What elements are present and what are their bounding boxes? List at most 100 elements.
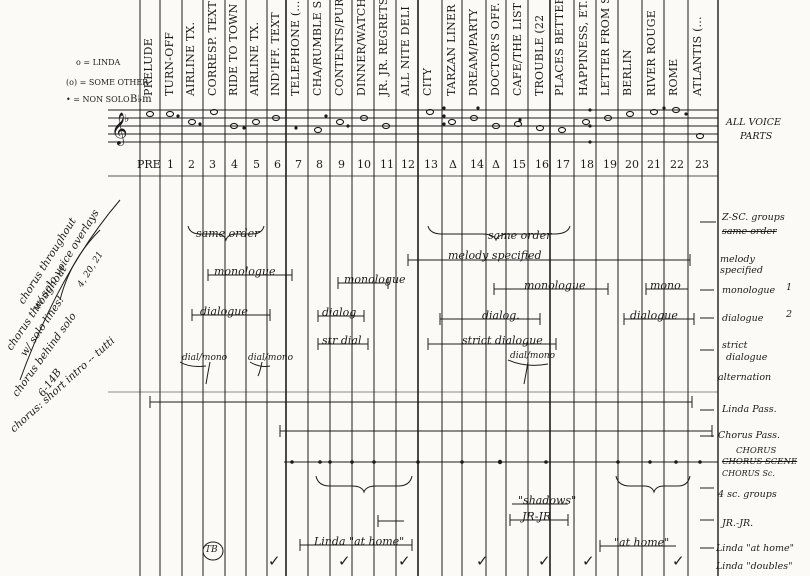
scene-title: AIRLINE TX. (248, 21, 261, 96)
legend-linda: o = LINDA (76, 58, 121, 67)
scene-number: 19 (603, 158, 617, 171)
check-mark: ✓ (672, 552, 685, 570)
right-all-voice: ALL VOICE (726, 117, 781, 128)
scene-title: RIVER ROUGE (645, 10, 658, 96)
right-specified: specified (720, 265, 763, 276)
label-monologue-1: monologue (214, 265, 276, 278)
label-melody-specified: melody specified (448, 249, 542, 262)
label-monologue-4: mono (650, 279, 681, 292)
key-signature: B♭m (130, 94, 152, 105)
label-dialogue-3: dialog. (482, 309, 520, 322)
right-chorus-pass: Chorus Pass. (718, 430, 781, 441)
scene-title: HAPPINESS, ET. (577, 0, 590, 96)
scene-title: PLACES BETTER (553, 0, 566, 96)
label-same-order-1: same order (196, 227, 260, 240)
label-dial-mono-1: dial/mono (182, 353, 228, 363)
right-dialogue: dialogue (722, 313, 764, 324)
staff-dots (176, 106, 702, 465)
right-same-order: same order (722, 226, 777, 237)
scene-number: 8 (316, 158, 323, 171)
scene-number: 14 (470, 158, 484, 171)
legend-some-other: (o) = SOME OTHER (66, 78, 149, 87)
label-strict-dialogue: strict dialogue (462, 334, 543, 347)
scene-number: 6 (274, 158, 281, 171)
scene-title: AIRLINE TX. (184, 21, 197, 96)
scene-title: PRELUDE (142, 38, 155, 96)
right-linda-at-home: Linda "at home" (716, 543, 794, 554)
right-linda-pass: Linda Pass. (722, 404, 777, 415)
label-shadows: "shadows" (518, 494, 577, 507)
label-dial-mono-2: dial/mono (248, 353, 294, 363)
scene-title: CORRESP. TEXT (206, 1, 219, 96)
scene-number: 1 (167, 158, 174, 171)
scene-number: Δ (492, 158, 500, 171)
label-strict-dial: str dial (322, 334, 362, 347)
scene-number: 12 (401, 158, 415, 171)
scene-title: CAFE/THE LIST (511, 2, 524, 96)
scene-number: 13 (424, 158, 438, 171)
scene-number: 5 (253, 158, 260, 171)
scene-number: 15 (512, 158, 526, 171)
scene-number: 16 (535, 158, 549, 171)
right-melody: melody (720, 254, 755, 265)
scene-title: LETTER FROM S (599, 0, 612, 96)
scene-number: 20 (625, 158, 639, 171)
scene-number: Δ (449, 158, 457, 171)
scene-title: TURN-OFF (163, 31, 176, 96)
scene-number: 17 (556, 158, 570, 171)
check-mark: ✓ (476, 552, 489, 570)
scene-title: CONTENTS/PURS. (333, 0, 346, 96)
label-dialogue-1: dialogue (200, 305, 248, 318)
scene-number: 11 (380, 158, 394, 171)
scene-number: 23 (695, 158, 709, 171)
treble-clef-icon: 𝄞 (111, 112, 128, 146)
svg-text:♭: ♭ (124, 112, 129, 125)
right-parts: PARTS (740, 131, 773, 142)
scene-title: DINNER/WATCH (355, 0, 368, 96)
right-monologue-num: 1 (786, 282, 793, 293)
scene-number: 3 (209, 158, 216, 171)
scene-title: TELEPHONE (... (289, 0, 302, 96)
right-chorus-1: CHORUS (736, 446, 777, 456)
right-strict: strict (722, 340, 748, 351)
scene-number: 9 (338, 158, 345, 171)
scene-number: 22 (670, 158, 684, 171)
scene-title: BERLIN (621, 49, 634, 96)
label-at-home: "at home" (614, 536, 670, 549)
label-monologue-3: monologue (524, 279, 586, 292)
scene-title: ATLANTIS (... (691, 16, 704, 96)
right-jr-jr: JR.-JR. (722, 518, 754, 529)
scene-title: CHA/RUMBLE SE (311, 0, 324, 96)
check-mark: ✓ (538, 552, 551, 570)
scene-number: 18 (580, 158, 594, 171)
scene-title: CITY (421, 67, 434, 96)
check-mark: ✓ (338, 552, 351, 570)
right-alternation: alternation (718, 372, 772, 383)
scene-number: 21 (647, 158, 661, 171)
scene-number: 2 (188, 158, 195, 171)
scene-title: ROME (667, 58, 680, 96)
right-monologue: monologue (722, 285, 776, 296)
scene-title: RIDE TO TOWN (227, 3, 240, 96)
label-dialogue-4: dialogue (630, 309, 678, 322)
right-dialogue-num: 2 (786, 309, 793, 320)
legend-non-solo: • = NON SOLO (66, 95, 130, 104)
scene-title: DREAM/PARTY (467, 8, 480, 96)
label-monologue-2: monologue (344, 273, 406, 286)
right-linda-doubles: Linda "doubles" (716, 561, 793, 572)
scene-title: JR. JR. REGRETS (377, 0, 390, 96)
right-z-sc-groups: Z-SC. groups (722, 212, 785, 223)
scene-number: 10 (357, 158, 371, 171)
check-mark: ✓ (582, 552, 595, 570)
scene-title: ALL NITE DELI (399, 6, 412, 96)
scene-title: TROUBLE (22 (533, 14, 546, 96)
scene-title: TARZAN LINER (445, 4, 458, 96)
label-same-order-2: same order (488, 229, 552, 242)
right-chorus-scene: CHORUS SCENE (722, 457, 798, 467)
scene-number: 7 (295, 158, 302, 171)
label-jr-jr: JR-JR (522, 510, 552, 523)
check-mark: ✓ (268, 552, 281, 570)
right-4sc-groups: 4 sc. groups (718, 489, 777, 500)
right-chorus-sc: CHORUS Sc. (722, 469, 775, 478)
